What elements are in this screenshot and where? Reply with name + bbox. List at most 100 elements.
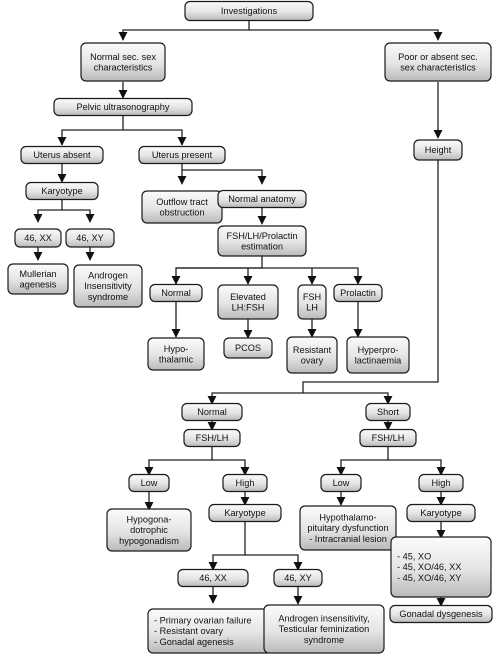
node-label-line: pituitary dysfunction [307, 523, 388, 533]
connector [212, 459, 250, 476]
node-label-line: Investigations [221, 6, 278, 16]
node-height-short: Short [365, 402, 411, 422]
node-label-line: Prolactin [340, 288, 376, 298]
connector [182, 169, 267, 185]
node-label: 46, XX [199, 573, 227, 583]
node-label: Pelvic ultrasonography [77, 102, 170, 112]
node-label-line: High [236, 478, 255, 488]
node-height-normal: Normal [181, 402, 243, 422]
node-label-line: ovary [301, 356, 324, 366]
node-label: 46, XX [24, 233, 52, 243]
node-label: Low [333, 478, 350, 488]
node-high-2: High [418, 473, 464, 493]
node-label-line: characteristics [94, 63, 153, 73]
node-fsh-lh-2: FSH/LH [183, 428, 241, 448]
node-label-line: High [432, 478, 451, 488]
node-label-line: - 45, XO [397, 551, 431, 561]
node-label-line: Outflow tract [156, 197, 208, 207]
node-label: High [236, 478, 255, 488]
node-label: Hyperpro-lactinaemia [355, 345, 402, 366]
node-box [413, 139, 463, 161]
node-label-line: Normal anatomy [228, 194, 296, 204]
node-label-line: LH:FSH [232, 303, 265, 313]
node-hypothalamic: Hypo-thalamic [147, 337, 205, 371]
node-hyperprolactinaemia: Hyperpro-lactinaemia [346, 336, 410, 374]
node-label: High [432, 478, 451, 488]
connector [208, 521, 246, 571]
node-label-line: Hypo- [164, 344, 189, 354]
node-46xx-1: 46, XX [14, 228, 62, 248]
node-investigations: Investigations [184, 0, 314, 22]
node-label-line: Androgen insensitivity, [278, 613, 369, 623]
node-label-line: Hyperpro- [358, 345, 399, 355]
node-box [273, 568, 323, 588]
node-label: Karyotype [41, 186, 82, 196]
node-box [53, 97, 193, 117]
node-label: Prolactin [340, 288, 376, 298]
node-box [217, 189, 307, 209]
node-label-line: - Resistant ovary [154, 626, 223, 636]
node-box [217, 284, 279, 320]
node-label: PCOS [235, 343, 261, 353]
connector [144, 446, 213, 476]
node-label-line: syndrome [304, 635, 344, 645]
node-label-line: Height [425, 145, 452, 155]
node-label-line: - 45, XO/46, XY [397, 573, 461, 583]
node-label: Hypo-thalamic [159, 344, 194, 365]
node-46xy-1: 46, XY [65, 228, 115, 248]
node-box [147, 337, 205, 371]
node-label-line: Hypogona- [127, 514, 172, 524]
node-fsh-lh-3: FSH/LH [359, 428, 417, 448]
node-karyotype-3: Karyotype [406, 503, 476, 523]
node-label-line: LH [306, 303, 318, 313]
node-box [222, 473, 268, 493]
node-label-line: Karyotype [420, 508, 461, 518]
node-label-line: Poor or absent sec. [398, 52, 478, 62]
node-box [106, 508, 192, 552]
node-label: Height [425, 145, 452, 155]
connector [303, 392, 393, 405]
node-label-line: - Intracranial lesion [309, 534, 387, 544]
node-label: 46, XY [284, 573, 312, 583]
node-label-line: PCOS [235, 343, 261, 353]
node-label-line: Uterus present [152, 150, 213, 160]
node-box [181, 402, 243, 422]
node-label-line: - Gonadal agenesis [154, 637, 234, 647]
node-label-line: FSH [303, 292, 321, 302]
node-box [365, 402, 411, 422]
node-normal-anatomy: Normal anatomy [217, 189, 307, 209]
node-uterus-present: Uterus present [138, 145, 226, 165]
node-label-line: FSH/LH [196, 433, 229, 443]
node-label-line: - Primary ovarian failure [154, 615, 252, 625]
connector [176, 267, 363, 285]
node-label: - Primary ovarian failure- Resistant ova… [154, 615, 252, 647]
node-box [25, 181, 99, 201]
node-label: Short [377, 407, 399, 417]
node-label-line: Uterus absent [33, 150, 91, 160]
node-label: Hypothalamo-pituitary dysfunction- Intra… [307, 512, 388, 544]
connector-lines [33, 20, 446, 607]
node-box [128, 473, 170, 493]
connector [118, 20, 250, 41]
node-box [223, 337, 273, 359]
node-result-normal: Normal [149, 283, 203, 303]
node-karyotype-1: Karyotype [25, 181, 99, 201]
node-box [297, 284, 327, 320]
node-turner-karyotypes: - 45, XO- 45, XO/46, XX- 45, XO/46, XY [390, 536, 492, 598]
node-box [20, 145, 104, 165]
node-box [263, 604, 385, 654]
node-pcos: PCOS [223, 337, 273, 359]
node-box [418, 473, 464, 493]
node-label-line: hypogonadism [119, 536, 179, 546]
node-box [73, 264, 143, 308]
